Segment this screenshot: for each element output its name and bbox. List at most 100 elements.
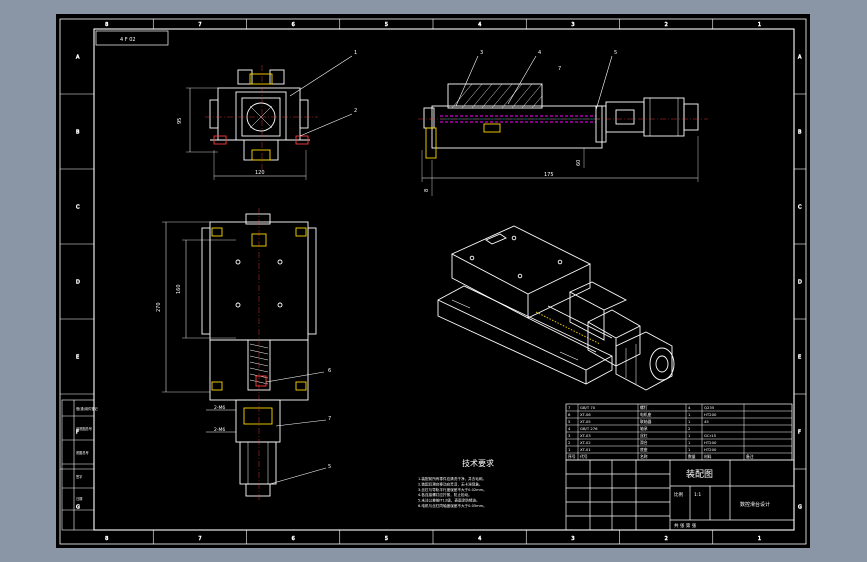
front-width-dim: 120 <box>255 170 265 176</box>
bom-cell: 7 <box>568 405 571 410</box>
top-inner-dim: 160 <box>176 284 182 294</box>
isometric-view <box>437 225 675 391</box>
balloon-1: 1 <box>354 50 357 56</box>
section-left-dim: 8 <box>424 189 430 192</box>
title-block <box>565 459 795 531</box>
zone-right-D: D <box>798 280 802 286</box>
drawing-name: 装配图 <box>686 468 713 480</box>
zone-bottom-8: 8 <box>105 536 108 542</box>
zone-left-B: B <box>76 130 80 136</box>
zone-right-B: B <box>798 130 802 136</box>
bom-cell: HT200 <box>704 440 717 445</box>
bom-cell: XT-06 <box>580 412 591 417</box>
bom-cell: 联轴器 <box>640 419 652 424</box>
bom-cell: 电机座 <box>640 412 652 417</box>
bom-cell: 1 <box>568 447 571 452</box>
bom-cell: 轴承 <box>640 426 648 431</box>
balloon-3: 3 <box>480 50 483 56</box>
bom-cell: 序号 <box>568 454 576 459</box>
tech-req-line: 2.装配后滑台移动应灵活，无卡滞现象。 <box>418 481 483 486</box>
bom-cell: GCr15 <box>704 433 717 438</box>
top-view <box>162 208 327 500</box>
drawing-sheet <box>56 14 810 548</box>
zone-top-5: 5 <box>385 22 388 28</box>
bom-cell: 螺钉 <box>640 405 648 410</box>
zone-left-E: E <box>76 355 79 361</box>
zone-bottom-6: 6 <box>292 536 295 542</box>
zone-right-E: E <box>798 355 801 361</box>
bom-cell: Q235 <box>704 405 715 410</box>
left-strip-label: 签字 <box>76 474 82 479</box>
bom-cell: 2 <box>568 440 571 445</box>
zone-bottom-4: 4 <box>478 536 481 542</box>
zone-right-G: G <box>798 505 802 511</box>
bom-cell: 1 <box>688 440 691 445</box>
bom-cell: 备注 <box>746 454 754 459</box>
tech-req-line: 3.丝杠与导轨平行度误差不大于0.02mm。 <box>418 487 487 492</box>
bom-cell: XT-05 <box>580 419 591 424</box>
bom-cell: HT200 <box>704 447 717 452</box>
zone-bottom-5: 5 <box>385 536 388 542</box>
bom-cell: 1 <box>688 419 691 424</box>
zone-bottom-2: 2 <box>665 536 668 542</box>
section-sub-dim: 60 <box>576 160 582 166</box>
zone-left-A: A <box>76 55 80 61</box>
design-unit: 数控滑台设计 <box>740 501 770 508</box>
tech-req-title: 技术要求 <box>462 458 494 468</box>
bom-cell: 材料 <box>704 454 712 459</box>
zone-left-G: G <box>76 505 80 511</box>
left-strip-label: 旧底图总号 <box>76 426 92 431</box>
balloon-2: 2 <box>354 108 357 114</box>
balloon-4: 4 <box>538 50 541 56</box>
technical-requirements: 技术要求 1.装配前所有零件应清洗干净，并去毛刺。2.装配后滑台移动应灵活，无卡… <box>418 458 494 508</box>
zone-top-8: 8 <box>105 22 108 28</box>
zone-left-D: D <box>76 280 80 286</box>
motor-note-1: 2-M6 <box>214 405 225 411</box>
tech-req-line: 5.未注公差按IT12级，表面涂防锈油。 <box>418 498 480 503</box>
tech-req-line: 1.装配前所有零件应清洗干净，并去毛刺。 <box>418 476 486 481</box>
bom-cell: 1 <box>688 433 691 438</box>
left-strip-label: 日期 <box>76 496 82 501</box>
motor-note-2: 2-M6 <box>214 427 225 433</box>
tech-req-line: 6.电机与丝杠同轴度误差不大于0.05mm。 <box>418 503 487 508</box>
front-view <box>186 55 353 180</box>
zone-bottom-3: 3 <box>571 536 574 542</box>
bom-cell: 数量 <box>688 454 696 459</box>
bom-cell: 4 <box>568 426 571 431</box>
bom-cell: 代号 <box>580 454 588 459</box>
scale-value: 1:1 <box>694 492 701 498</box>
bom-cell: 1 <box>688 447 691 452</box>
balloon-5: 5 <box>328 464 331 470</box>
zone-right-A: A <box>798 55 802 61</box>
bom-cell: XT-02 <box>580 440 591 445</box>
bom-cell: XT-01 <box>580 447 591 452</box>
zone-top-3: 3 <box>571 22 574 28</box>
scale-label: 比例 <box>674 491 683 498</box>
bom-cell: 6 <box>568 412 571 417</box>
bom-cell: 1 <box>688 412 691 417</box>
bom-cell: 底座 <box>640 447 648 452</box>
front-height-dim: 95 <box>177 118 183 124</box>
zone-top-1: 1 <box>758 22 761 28</box>
left-strip-label: 借(通)用件登记 <box>76 406 98 411</box>
bom-cell: 滑台 <box>640 440 648 445</box>
top-overall-dim: 270 <box>156 302 162 312</box>
zone-right-C: C <box>798 205 802 211</box>
bom-cell: 2 <box>688 426 691 431</box>
bom-cell: GB/T 276 <box>580 426 598 431</box>
zone-top-2: 2 <box>665 22 668 28</box>
zone-left-C: C <box>76 205 80 211</box>
bom-cell: HT200 <box>704 412 717 417</box>
sheet-label: 共 张 第 张 <box>674 522 697 529</box>
zone-bottom-1: 1 <box>758 536 761 542</box>
bom-cell: 3 <box>568 433 571 438</box>
bom-cell: GB/T 70 <box>580 405 596 410</box>
zone-top-4: 4 <box>478 22 481 28</box>
balloon-5: 5 <box>614 50 617 56</box>
top-left-tag: 4 F 02 <box>95 30 169 46</box>
tech-req-line: 4.各连接螺钉应拧紧，防止松动。 <box>418 492 472 497</box>
